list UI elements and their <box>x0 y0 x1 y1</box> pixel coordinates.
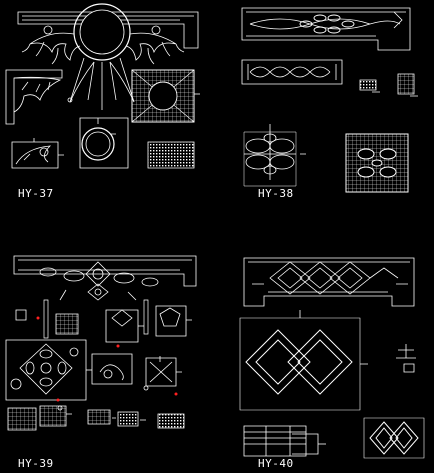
chain-ornament <box>40 262 158 300</box>
panel-label-hy-40: HY-40 <box>258 457 294 470</box>
medallion <box>11 344 78 394</box>
interlocked-diamonds <box>246 330 352 394</box>
lattice-band <box>270 262 398 294</box>
leaf-right <box>126 33 176 60</box>
panel-hy-40 <box>240 258 424 458</box>
panel-label-hy-37: HY-37 <box>18 187 54 200</box>
ring-ornament <box>74 4 130 60</box>
panel-hy-39 <box>6 256 196 430</box>
leaf-left <box>30 33 80 60</box>
panel-hy-38 <box>242 8 418 192</box>
panel-label-hy-38: HY-38 <box>258 187 294 200</box>
accent-markers <box>36 316 178 402</box>
panel-hy-37 <box>6 4 200 168</box>
scroll-ornament <box>244 128 296 180</box>
panel-label-hy-39: HY-39 <box>18 457 54 470</box>
dotted-block <box>148 142 194 168</box>
